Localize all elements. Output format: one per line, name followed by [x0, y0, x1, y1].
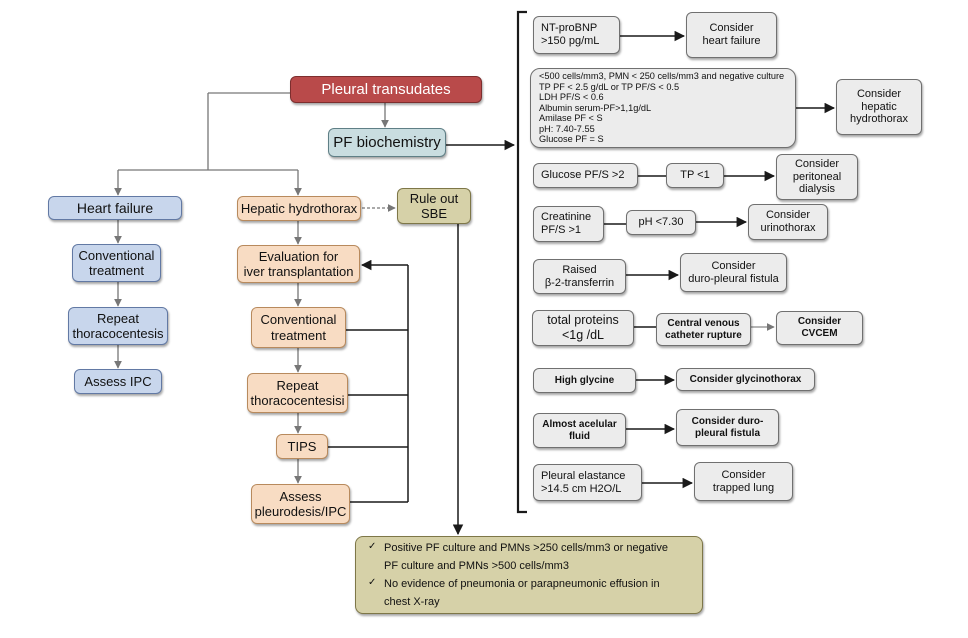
acelular-fluid-criterion: Almost acelular fluid [533, 413, 626, 448]
hepatic-criterion-line: <500 cells/mm3, PMN < 250 cells/mm3 and … [539, 71, 785, 82]
bracket [516, 10, 527, 514]
ntprobnp-criterion: NT-proBNP >150 pg/mL [533, 16, 620, 54]
hepatic-criterion-line: LDH PF/S < 0.6 [539, 92, 604, 103]
sbe-criterion-item: ✓ Positive PF culture and PMNs >250 cell… [368, 539, 668, 575]
hep-conventional-treatment-node: Conventional treatment [251, 307, 346, 348]
consider-glycinothorax-node: Consider glycinothorax [676, 368, 815, 391]
sbe-criterion-text: Positive PF culture and PMNs >250 cells/… [384, 541, 668, 572]
glucose-criterion: Glucose PF/S >2 [533, 163, 638, 188]
consider-urinothorax-node: Consider urinothorax [748, 204, 828, 240]
b2-transferrin-criterion: Raised β-2-transferrin [533, 259, 626, 294]
consider-trapped-lung-node: Consider trapped lung [694, 462, 793, 501]
creatinine-criterion: Creatinine PF/S >1 [533, 206, 604, 242]
tp-lt1-criterion: TP <1 [666, 163, 724, 188]
hep-repeat-thoracocentesis-node: Repeat thoracocentesisi [247, 373, 348, 413]
hepatic-criterion-line: Glucose PF = S [539, 134, 604, 145]
hf-assess-ipc-node: Assess IPC [74, 369, 162, 394]
sbe-criteria-box: ✓ Positive PF culture and PMNs >250 cell… [355, 536, 703, 614]
checkmark-icon: ✓ [368, 577, 377, 588]
hf-conventional-treatment-node: Conventional treatment [72, 244, 161, 282]
consider-duro-pleural-fistula-node: Consider duro-pleural fistula [680, 253, 787, 292]
ph-730-criterion: pH <7.30 [626, 210, 696, 235]
consider-peritoneal-dialysis-node: Consider peritoneal dialysis [776, 154, 858, 200]
hf-repeat-thoracocentesis-node: Repeat thoracocentesis [68, 307, 168, 345]
assess-pleurodesis-node: Assess pleurodesis/IPC [251, 484, 350, 524]
sbe-criterion-text: No evidence of pneumonia or parapneumoni… [384, 578, 660, 609]
heart-failure-node: Heart failure [48, 196, 182, 220]
pleural-elastance-criterion: Pleural elastance >14.5 cm H2O/L [533, 464, 642, 501]
tips-node: TIPS [276, 434, 328, 459]
hepatic-criterion-line: TP PF < 2.5 g/dL or TP PF/S < 0.5 [539, 81, 680, 92]
evaluation-liver-transplant-node: Evaluation for iver transplantation [237, 245, 360, 283]
high-glycine-criterion: High glycine [533, 368, 636, 393]
total-proteins-criterion: total proteins <1g /dL [532, 310, 634, 346]
sbe-criterion-item: ✓ No evidence of pneumonia or parapneumo… [368, 575, 660, 611]
hepatic-hydrothorax-node: Hepatic hydrothorax [237, 196, 361, 221]
pleural-transudates-node: Pleural transudates [290, 76, 482, 103]
checkmark-icon: ✓ [368, 540, 377, 552]
hepatic-criterion-line: pH: 7.40-7.55 [539, 123, 595, 134]
consider-hepatic-hydrothorax-node: Consider hepatic hydrothorax [836, 79, 922, 135]
hepatic-criterion-line: Albumin serum-PF>1,1g/dL [539, 102, 652, 113]
consider-heart-failure-node: Consider heart failure [686, 12, 777, 58]
consider-duro-pleural-fistula-2-node: Consider duro- pleural fistula [676, 409, 779, 446]
consider-cvcem-node: Consider CVCEM [776, 311, 863, 345]
rule-out-sbe-node: Rule out SBE [397, 188, 471, 224]
pf-biochemistry-node: PF biochemistry [328, 128, 446, 157]
hepatic-criteria-box: <500 cells/mm3, PMN < 250 cells/mm3 and … [530, 68, 796, 148]
hepatic-criterion-line: Amilase PF < S [539, 113, 603, 124]
central-venous-catheter-node: Central venous catheter rupture [656, 313, 751, 346]
